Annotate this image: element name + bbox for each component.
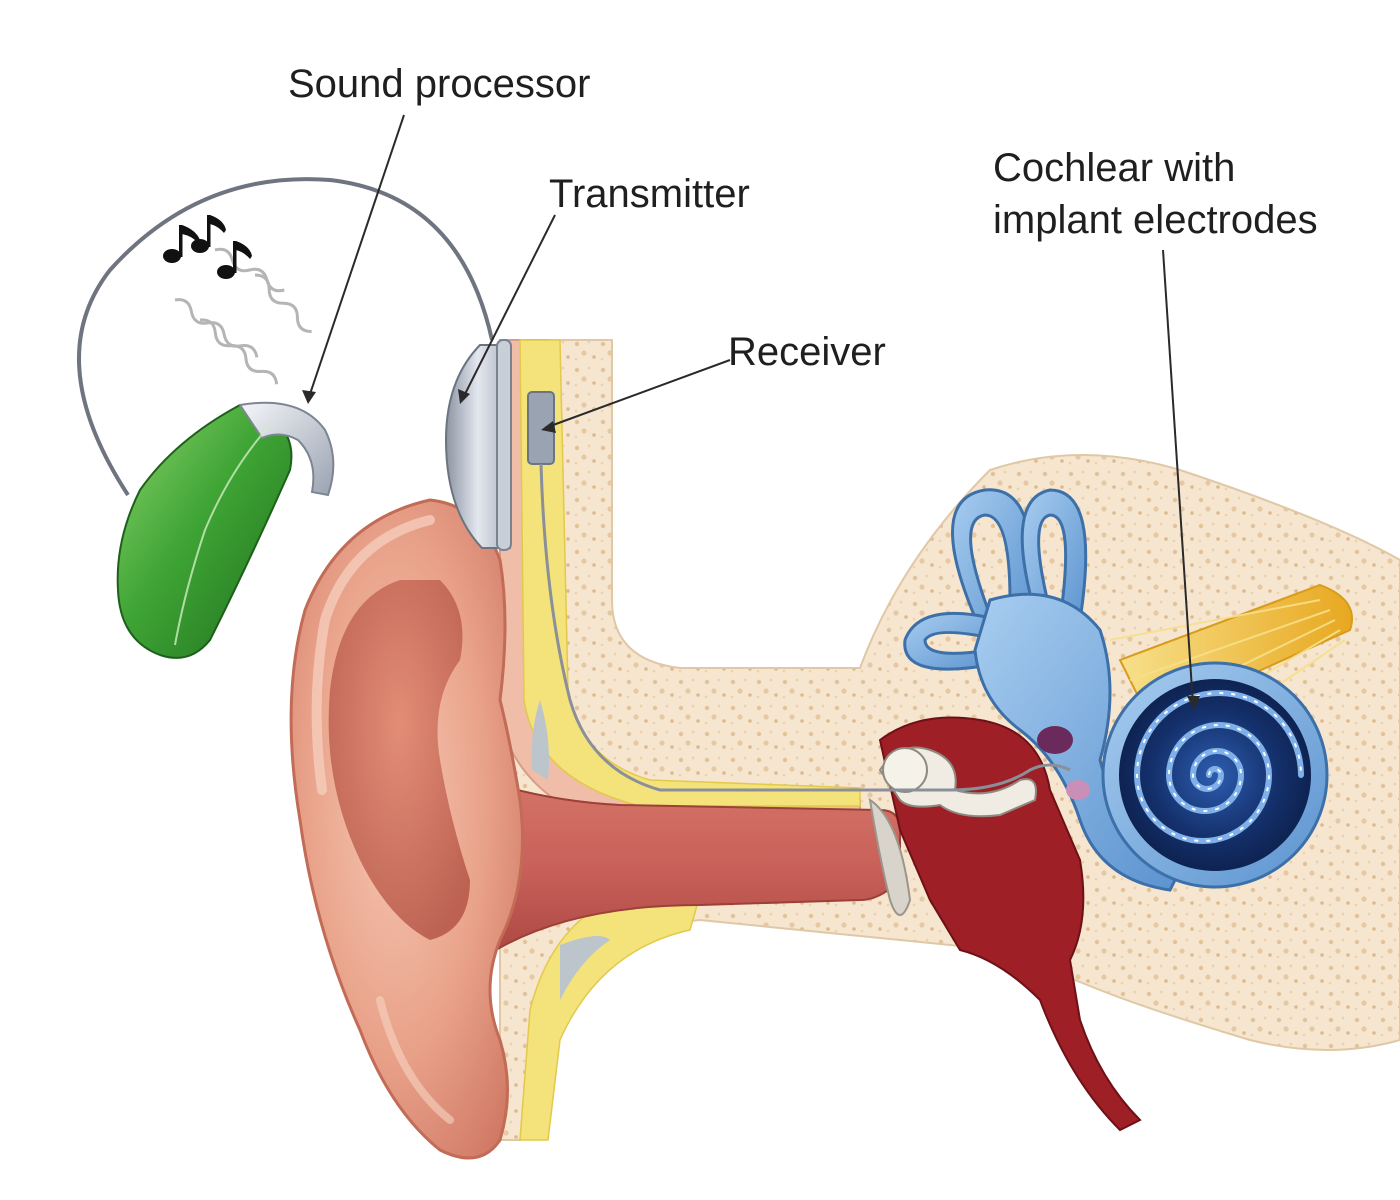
label-cochlear-line-1: Cochlear with [993, 146, 1236, 190]
label-receiver-text: Receiver [728, 330, 886, 374]
music-notes-icon [163, 215, 252, 279]
sound-waves [174, 247, 312, 385]
sound-processor-earhook [238, 401, 335, 497]
leader-lines [307, 114, 1194, 706]
cartilage-piece-lower [560, 936, 610, 1000]
concha [328, 580, 470, 940]
cochlea-core [1119, 679, 1311, 871]
label-cochlear-line-2: implant electrodes [993, 198, 1318, 242]
label-sound-processor: Sound processor [288, 58, 590, 110]
leader-cochlear [1162, 249, 1194, 706]
leader-transmitter [461, 214, 556, 401]
processor-seam [174, 424, 271, 646]
leader-receiver [544, 359, 731, 429]
middle-ear-cavity [878, 716, 1142, 1132]
cartilage-piece [531, 700, 549, 780]
electrode-lead-wire [539, 463, 1071, 792]
round-window [1066, 780, 1090, 800]
cochlea [1101, 661, 1329, 889]
label-transmitter-text: Transmitter [549, 172, 750, 216]
label-cochlear-implant-electrodes: Cochlear with implant electrodes [993, 142, 1318, 246]
eardrum [868, 797, 912, 916]
ossicle-incus [882, 747, 928, 793]
helix-fold [311, 515, 435, 795]
transmitter-cable [77, 177, 494, 497]
label-transmitter: Transmitter [549, 168, 750, 220]
transmitter-edge [496, 339, 512, 551]
label-receiver: Receiver [728, 326, 886, 378]
inner-ear [903, 488, 1183, 892]
leader-sound-processor [307, 114, 405, 401]
label-sound-processor-text: Sound processor [288, 62, 591, 106]
implant-electrode-array [1135, 692, 1302, 842]
earlobe-highlight [376, 996, 454, 1124]
leader-arrowheads [302, 389, 1200, 710]
oval-window [1037, 726, 1073, 754]
